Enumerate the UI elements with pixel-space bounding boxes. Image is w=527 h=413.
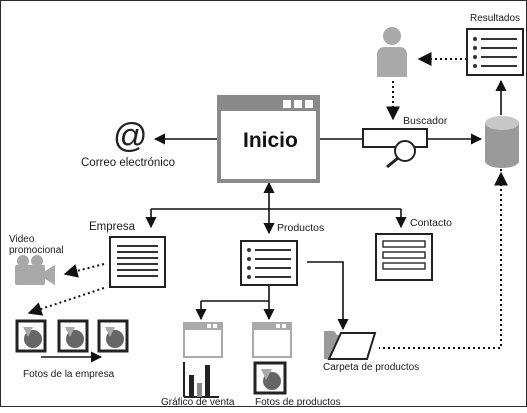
photo-icon-3 (97, 319, 129, 353)
photo-icon-1 (15, 319, 47, 353)
empresa-label: Empresa (89, 221, 136, 233)
user-icon (377, 27, 407, 77)
arrow-to-carpeta (307, 261, 349, 331)
search-magnifier-icon (362, 128, 428, 169)
photo-icon-2 (57, 319, 89, 353)
inicio-label[interactable]: Inicio (243, 129, 298, 152)
carpeta-label: Carpeta de productos (323, 362, 420, 373)
product-photo-window-icon (252, 322, 292, 395)
contacto-label: Contacto (410, 217, 453, 229)
results-list-icon (466, 28, 524, 76)
dotted-arrow-empresa-to-video (63, 263, 105, 278)
email-at-icon[interactable]: @ (113, 117, 148, 155)
grafico-label: Gráfico de venta (161, 397, 235, 408)
contacto-form-icon (375, 233, 433, 281)
buscador-label: Buscador (403, 115, 448, 127)
inicio-window-icon (217, 95, 320, 183)
productos-document-icon (240, 240, 298, 286)
fotos-empresa-label: Fotos de la empresa (23, 369, 115, 380)
dotted-line-database-to-folder (379, 169, 502, 349)
folder-icon (324, 331, 377, 360)
database-icon (485, 116, 519, 168)
productos-label: Productos (277, 222, 325, 234)
fotos-productos-label: Fotos de productos (255, 397, 341, 408)
video-camera-icon (15, 255, 55, 285)
dotted-arrow-empresa-to-photos (27, 287, 105, 316)
empresa-document-icon (109, 236, 166, 288)
correo-label: Correo electrónico (81, 157, 175, 169)
resultados-label: Resultados (470, 13, 521, 24)
sales-chart-window-icon (183, 322, 223, 398)
video-label: Video promocional (9, 234, 64, 256)
